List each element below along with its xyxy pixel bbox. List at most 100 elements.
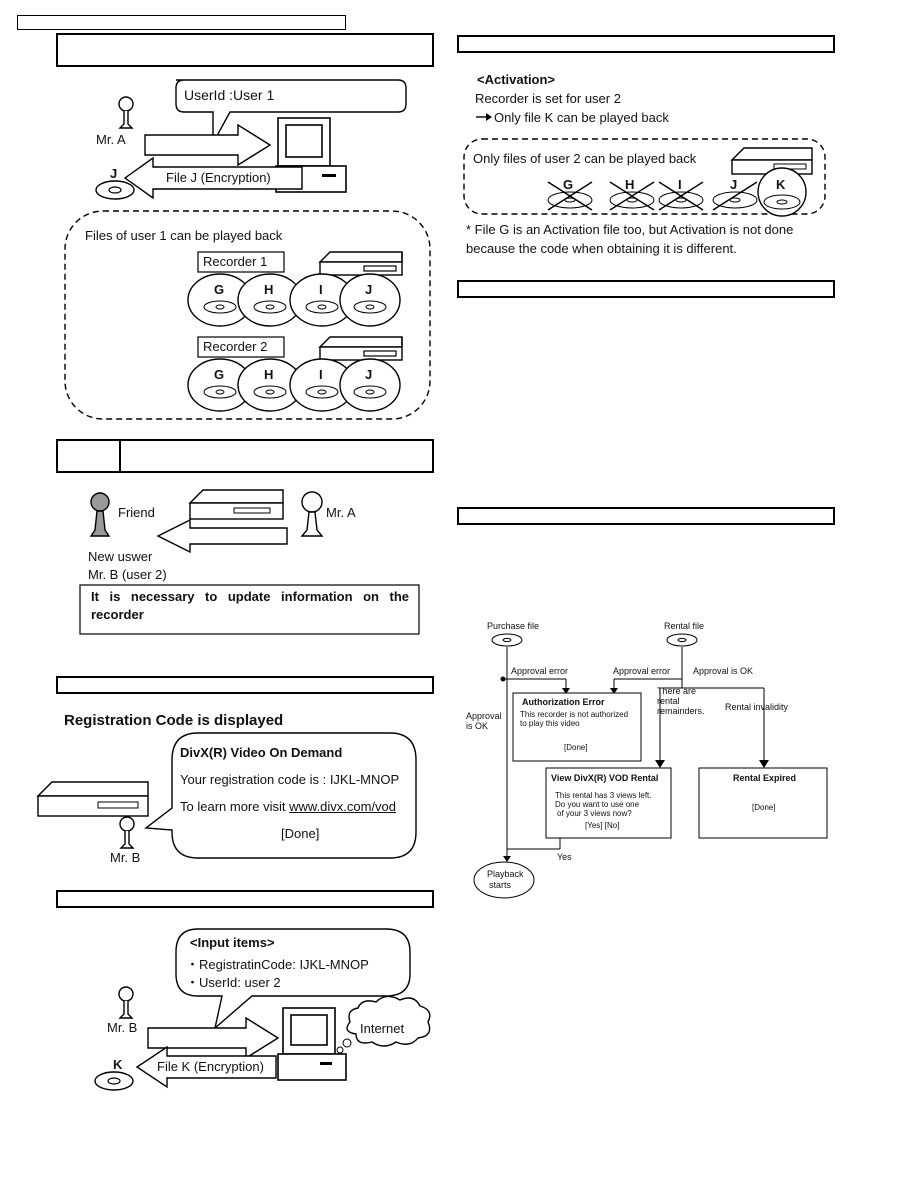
input-item-code: ・RegistratinCode: IJKL-MNOP <box>186 957 369 972</box>
disc-row1-g: G <box>214 282 225 297</box>
approval-ok-left-2: is OK <box>466 721 489 731</box>
activation-note-2: because the code when obtaining it is di… <box>466 241 737 256</box>
disc-row2-j: J <box>365 367 373 382</box>
user-bubble-text: UserId :User 1 <box>184 87 275 103</box>
rental-expired-box <box>698 767 828 839</box>
friend-label: Friend <box>118 505 155 520</box>
disc-row2-h: H <box>264 367 274 382</box>
file-j-arrow-label: File J (Encryption) <box>166 170 271 185</box>
mr-b-label-4: Mr. B <box>107 1020 138 1035</box>
activation-title: <Activation> <box>477 72 556 87</box>
cloud-dot-2 <box>336 1046 344 1054</box>
mr-b-label-3: Mr. B <box>110 850 141 865</box>
user1-group-label: Files of user 1 can be played back <box>85 228 283 243</box>
act-disc-h: H <box>625 177 635 192</box>
playback-start-node <box>473 861 535 899</box>
section-bar-2 <box>56 439 434 473</box>
learn-more-prefix: To learn more visit <box>180 799 290 814</box>
disc-row2-i: I <box>319 367 323 382</box>
section-bar-4 <box>56 890 434 908</box>
playback-label-2: starts <box>489 880 512 890</box>
step2-arrow <box>156 518 288 554</box>
recorder1-label: Recorder 1 <box>203 254 268 269</box>
divx-vod-link[interactable]: www.divx.com/vod <box>289 799 397 814</box>
section-bar-7 <box>457 507 835 525</box>
learn-more-line: To learn more visit www.divx.com/vod <box>180 799 396 814</box>
vod-rental-line1: This rental has 3 views left. <box>555 791 652 800</box>
approval-error-left: Approval error <box>511 666 569 676</box>
mr-a-label-2: Mr. A <box>326 505 356 520</box>
vod-rental-title: View DivX(R) VOD Rental <box>551 773 659 783</box>
registration-dialog-bubble <box>144 732 417 859</box>
approval-ok-right: Approval is OK <box>693 666 754 676</box>
user2-group-label: Only files of user 2 can be played back <box>473 151 697 166</box>
cloud-dot-1 <box>342 1038 352 1048</box>
auth-error-done[interactable]: [Done] <box>564 743 588 752</box>
recorder2-label: Recorder 2 <box>203 339 268 354</box>
auth-error-title: Authorization Error <box>522 697 605 707</box>
activation-disc-k <box>757 167 807 217</box>
update-notice: It is necessary to update information on… <box>91 589 409 622</box>
act-disc-k: K <box>776 177 786 192</box>
mr-a-person-2 <box>300 491 324 537</box>
step3-recorder <box>36 781 149 817</box>
auth-error-line2: to play this video <box>520 719 580 728</box>
activation-line2: Only file K can be played back <box>494 110 669 125</box>
rental-invalidity: Rental invalidity <box>725 702 789 712</box>
user2-group-box <box>463 138 826 215</box>
section-bar-2-divider <box>119 441 121 471</box>
disc-row1-h: H <box>264 282 274 297</box>
flowchart <box>473 633 828 899</box>
input-items-bubble <box>175 928 411 1030</box>
authorization-error-box <box>512 692 642 762</box>
vod-rental-line2: Do you want to use one <box>555 800 640 809</box>
disc-row-1 <box>187 273 401 327</box>
dialog-title: DivX(R) Video On Demand <box>180 745 343 760</box>
activation-disc-g <box>547 181 593 211</box>
act-disc-i: I <box>678 177 682 192</box>
activation-note-1: * File G is an Activation file too, but … <box>466 222 794 237</box>
approval-ok-left-1: Approval <box>466 711 502 721</box>
vod-rental-box <box>545 767 672 839</box>
disc-row-2 <box>187 358 401 412</box>
registration-code-line: Your registration code is : IJKL-MNOP <box>180 772 400 787</box>
rental-expired-title: Rental Expired <box>733 773 797 783</box>
disc-j-label: J <box>110 166 118 181</box>
mr-b-user2-label: Mr. B (user 2) <box>88 567 167 582</box>
disc-row1-i: I <box>319 282 323 297</box>
step4-download-arrow <box>135 1045 277 1089</box>
disc-k-label: K <box>113 1057 123 1072</box>
download-arrow <box>123 156 303 200</box>
section-bar-3 <box>56 676 434 694</box>
page-header-bar <box>17 15 346 30</box>
new-user-label: New uswer <box>88 549 153 564</box>
auth-error-line1: This recorder is not authorized <box>520 710 629 719</box>
act-disc-g: G <box>563 177 574 192</box>
upload-arrow <box>144 123 272 167</box>
activation-disc-h <box>609 181 655 211</box>
user1-group-box <box>64 210 431 420</box>
disc-row2-g: G <box>214 367 225 382</box>
approval-error-right: Approval error <box>613 666 671 676</box>
file-k-arrow-label: File K (Encryption) <box>157 1059 264 1074</box>
activation-disc-i <box>658 181 704 211</box>
dialog-done-button[interactable]: [Done] <box>281 826 320 841</box>
purchase-file-label: Purchase file <box>487 621 540 631</box>
friend-person <box>89 492 111 537</box>
disc-row1-j: J <box>365 282 373 297</box>
section-bar-1 <box>56 33 434 67</box>
step2-recorder <box>188 489 284 520</box>
rental-expired-done[interactable]: [Done] <box>752 803 776 812</box>
remainders-1: There are <box>657 686 697 696</box>
activation-disc-j <box>712 181 758 211</box>
activation-line1: Recorder is set for user 2 <box>475 91 621 106</box>
vod-yes-no-buttons[interactable]: [Yes] [No] <box>585 821 620 830</box>
playback-label-1: Playback <box>487 869 524 879</box>
mr-a-label: Mr. A <box>96 132 126 147</box>
notice-box <box>79 584 420 635</box>
rental-file-label: Rental file <box>664 621 705 631</box>
yes-label: Yes <box>557 852 572 862</box>
input-item-userid: ・UserId: user 2 <box>186 975 281 990</box>
act-disc-j: J <box>730 177 738 192</box>
